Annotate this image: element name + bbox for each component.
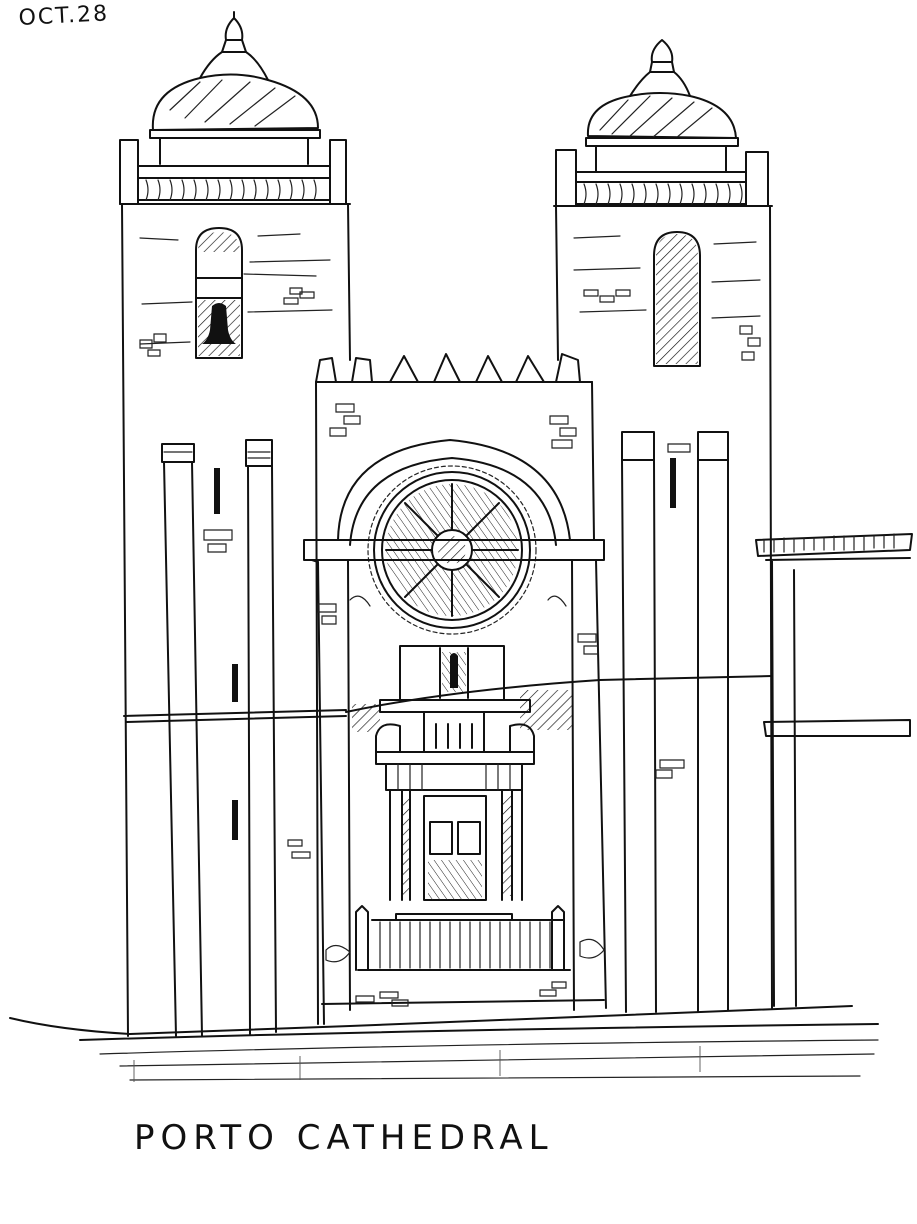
iron-fence [325,905,605,971]
drawing-caption: PORTO CATHEDRAL [134,1118,554,1158]
central-facade [303,353,607,1025]
street [9,1005,879,1082]
left-dome [151,73,319,131]
right-tower [553,39,773,1013]
right-annex [755,533,913,1007]
baroque-portal [352,645,572,901]
tower-window [653,231,701,367]
bell-icon [202,303,236,344]
battlements [315,353,593,383]
rose-window [367,465,537,635]
left-tower [119,11,351,1037]
right-dome [586,92,737,139]
bell-opening [195,227,243,359]
string-course [123,675,773,717]
